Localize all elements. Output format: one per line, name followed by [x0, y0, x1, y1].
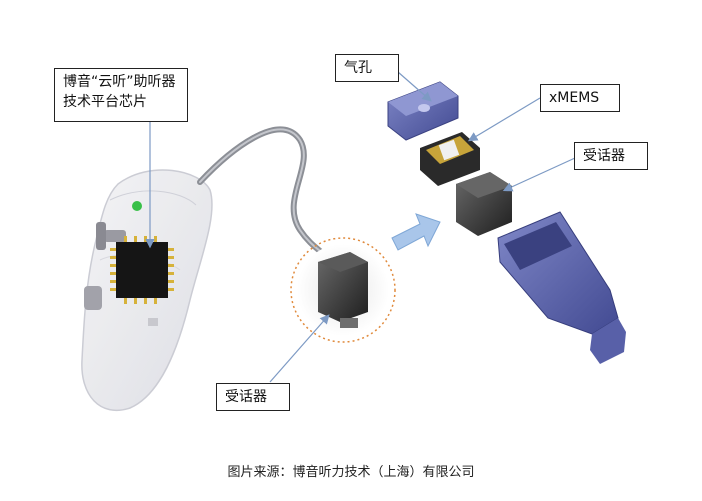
receiver-housing [498, 212, 626, 364]
image-caption: 图片来源：博音听力技术（上海）有限公司 [0, 461, 702, 480]
receiver-label-left: 受话器 [216, 383, 290, 411]
tube [200, 129, 328, 258]
xmems-label-text: xMEMS [549, 90, 599, 106]
chip-label-line-2: 技术平台芯片 [63, 92, 179, 112]
vent-cap [388, 82, 458, 140]
hearing-aid-body [82, 170, 212, 410]
receiver-label-right-text: 受话器 [583, 148, 625, 164]
vent-label: 气孔 [335, 54, 399, 82]
receiver-label-left-text: 受话器 [225, 389, 267, 405]
xmems-label: xMEMS [540, 84, 620, 112]
receiver-label-right: 受话器 [574, 142, 648, 170]
xmems-chip [420, 132, 480, 186]
chip-label-line-1: 博音“云听”助听器 [63, 72, 179, 92]
chip-label: 博音“云听”助听器 技术平台芯片 [54, 68, 188, 122]
chip [110, 236, 174, 304]
vent-label-text: 气孔 [344, 60, 372, 76]
receiver-exploded [456, 172, 512, 236]
explode-arrow [392, 214, 440, 250]
volume-button [104, 230, 126, 242]
program-button [84, 286, 102, 310]
status-led [132, 201, 142, 211]
